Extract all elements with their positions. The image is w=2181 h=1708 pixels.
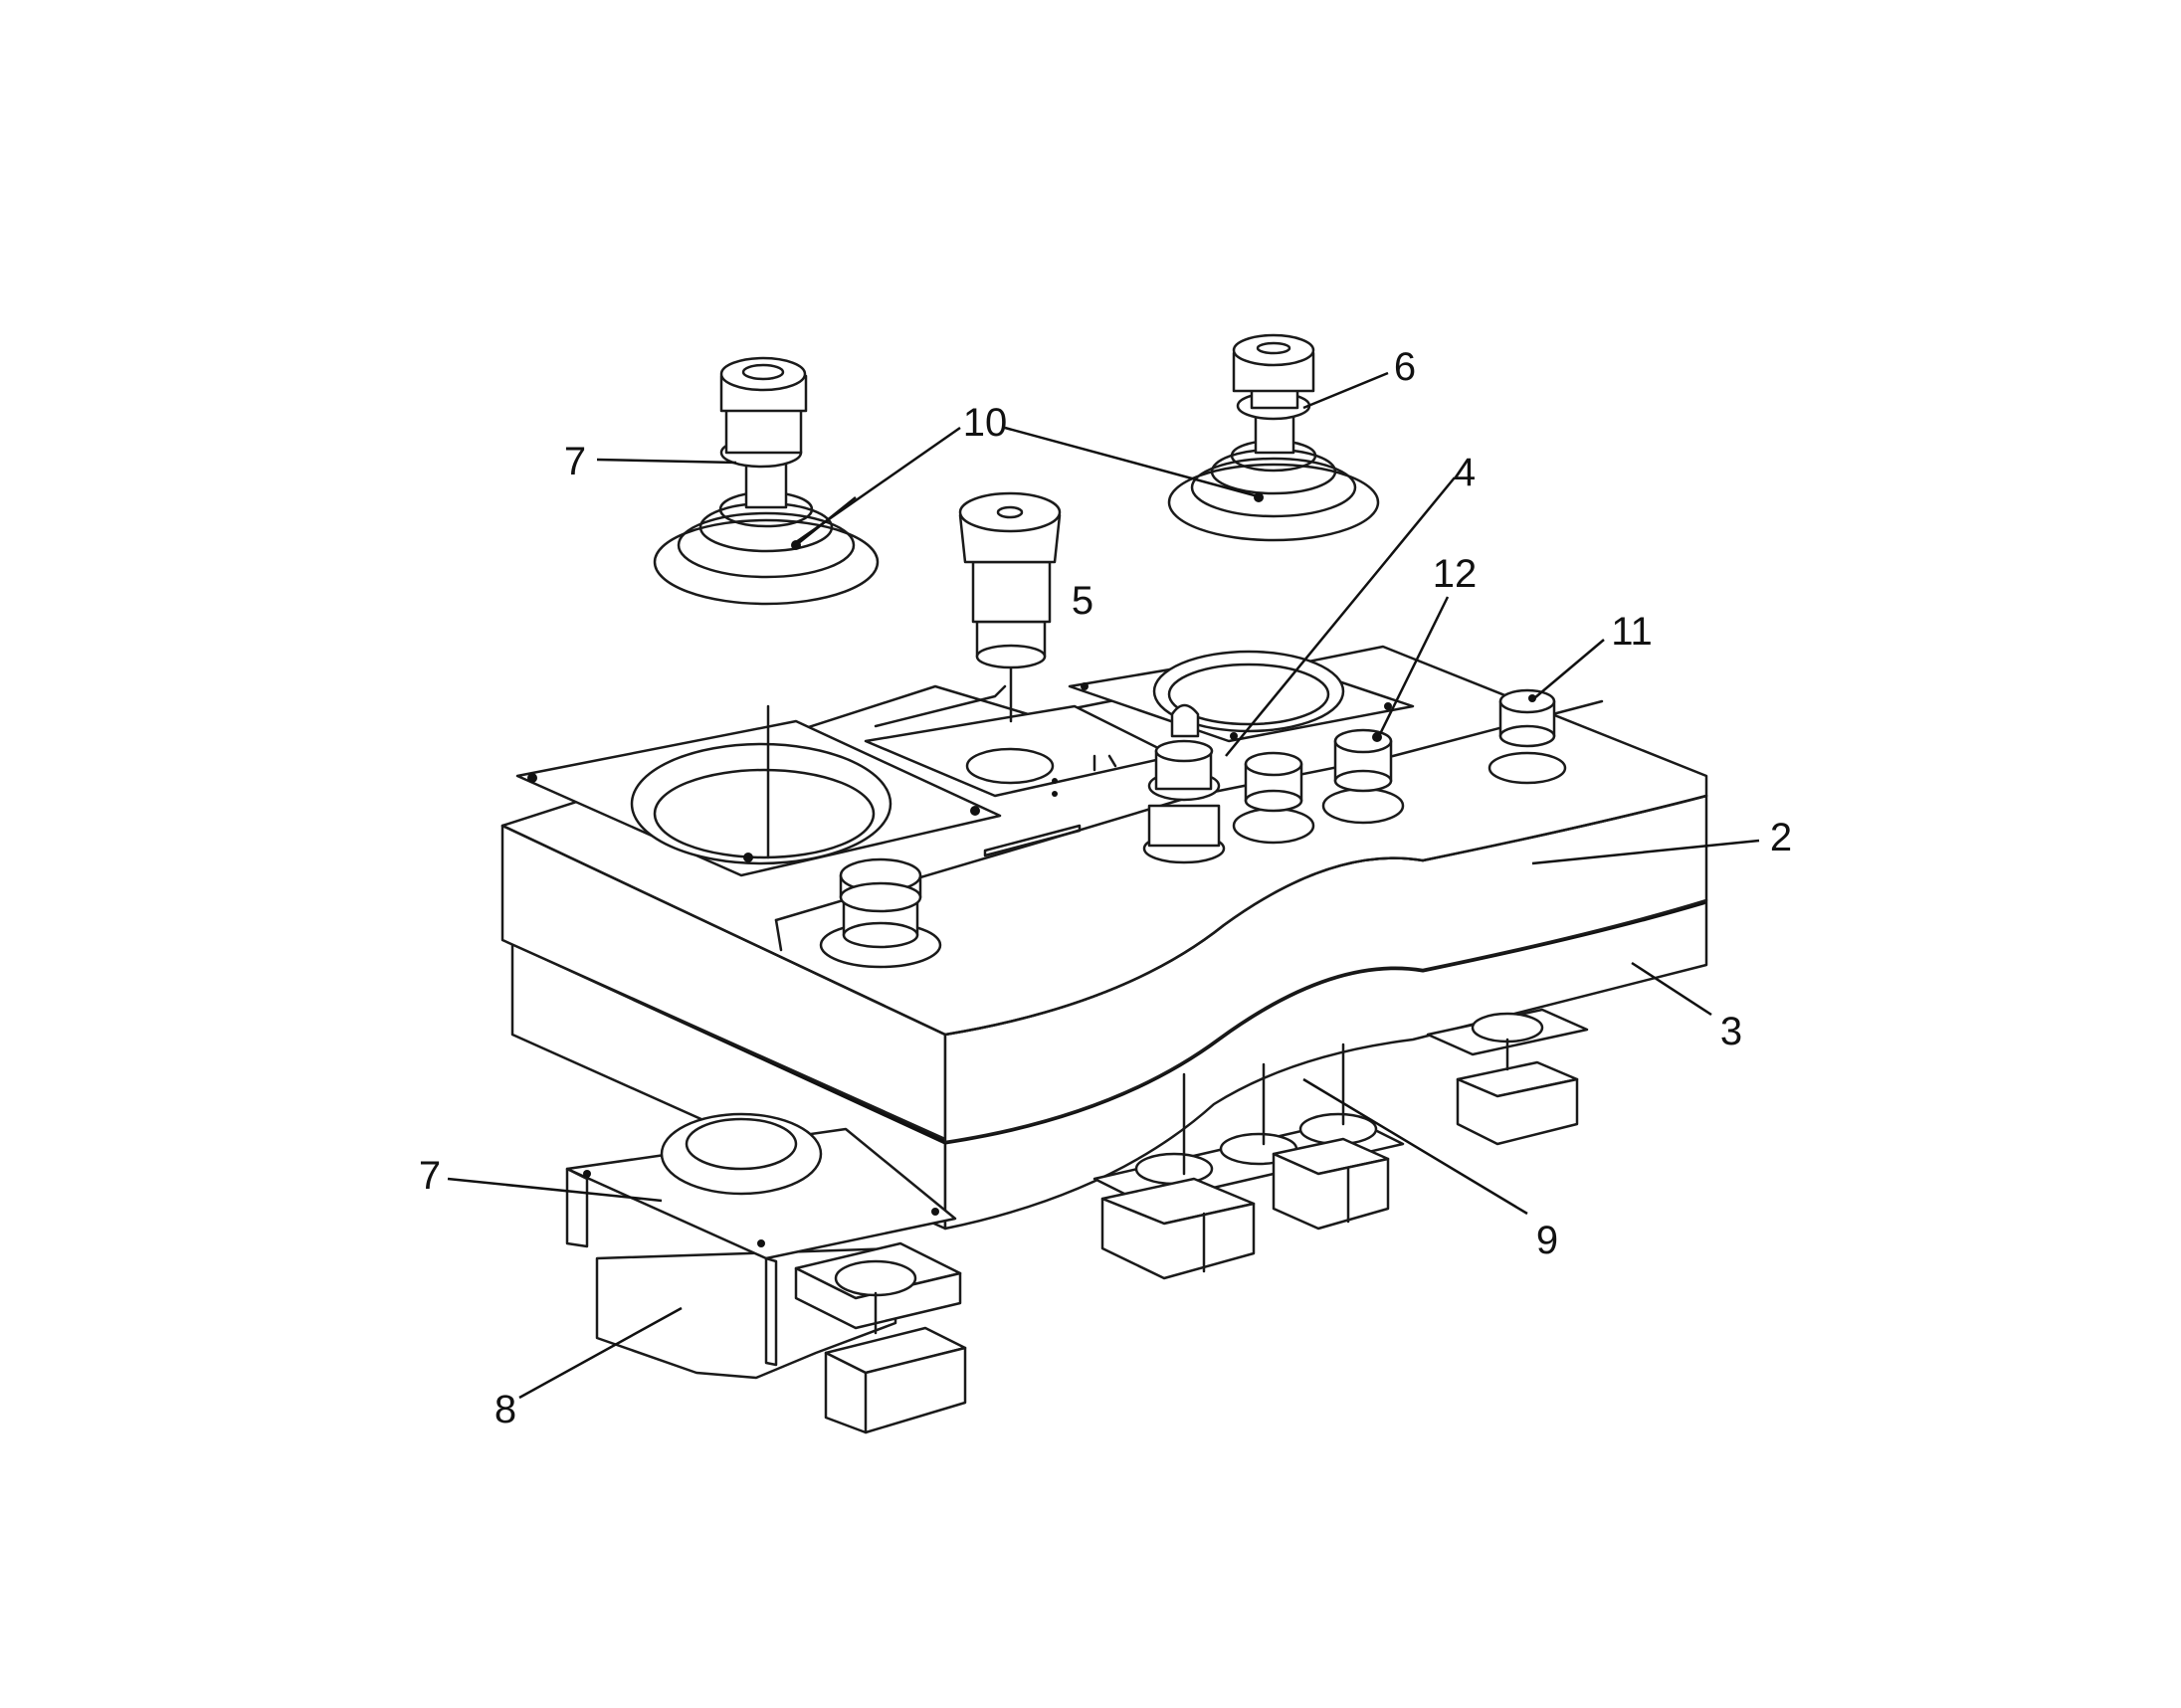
callout-7-bottom: 7 bbox=[419, 1154, 441, 1198]
callout-11: 11 bbox=[1611, 610, 1653, 654]
callout-3: 3 bbox=[1720, 1010, 1742, 1053]
callout-2: 2 bbox=[1770, 816, 1792, 859]
key-switch bbox=[1142, 703, 1226, 864]
callout-6: 6 bbox=[1394, 345, 1416, 389]
callout-4: 4 bbox=[1454, 451, 1476, 494]
callout-8: 8 bbox=[495, 1388, 516, 1431]
left-joystick bbox=[653, 356, 880, 606]
contact-block-left bbox=[794, 1241, 967, 1434]
joystick-base-assembly bbox=[565, 1112, 957, 1380]
callout-12: 12 bbox=[1433, 552, 1478, 596]
right-joystick bbox=[1167, 333, 1380, 542]
contact-block-right bbox=[1426, 1008, 1589, 1146]
callout-5: 5 bbox=[1072, 579, 1093, 623]
callout-10: 10 bbox=[963, 401, 1008, 445]
callout-9: 9 bbox=[1536, 1219, 1558, 1262]
leader-lines bbox=[447, 371, 1760, 1400]
contact-blocks-center bbox=[1092, 1043, 1405, 1280]
callout-7-top: 7 bbox=[564, 440, 586, 483]
push-button-5 bbox=[958, 491, 1062, 723]
emergency-stop-button bbox=[819, 857, 942, 969]
button-row bbox=[1232, 688, 1567, 845]
callout-labels: 7 10 6 4 5 12 11 2 3 7 9 8 bbox=[419, 345, 1792, 1431]
left-joystick-mounting-plate bbox=[515, 704, 1002, 877]
